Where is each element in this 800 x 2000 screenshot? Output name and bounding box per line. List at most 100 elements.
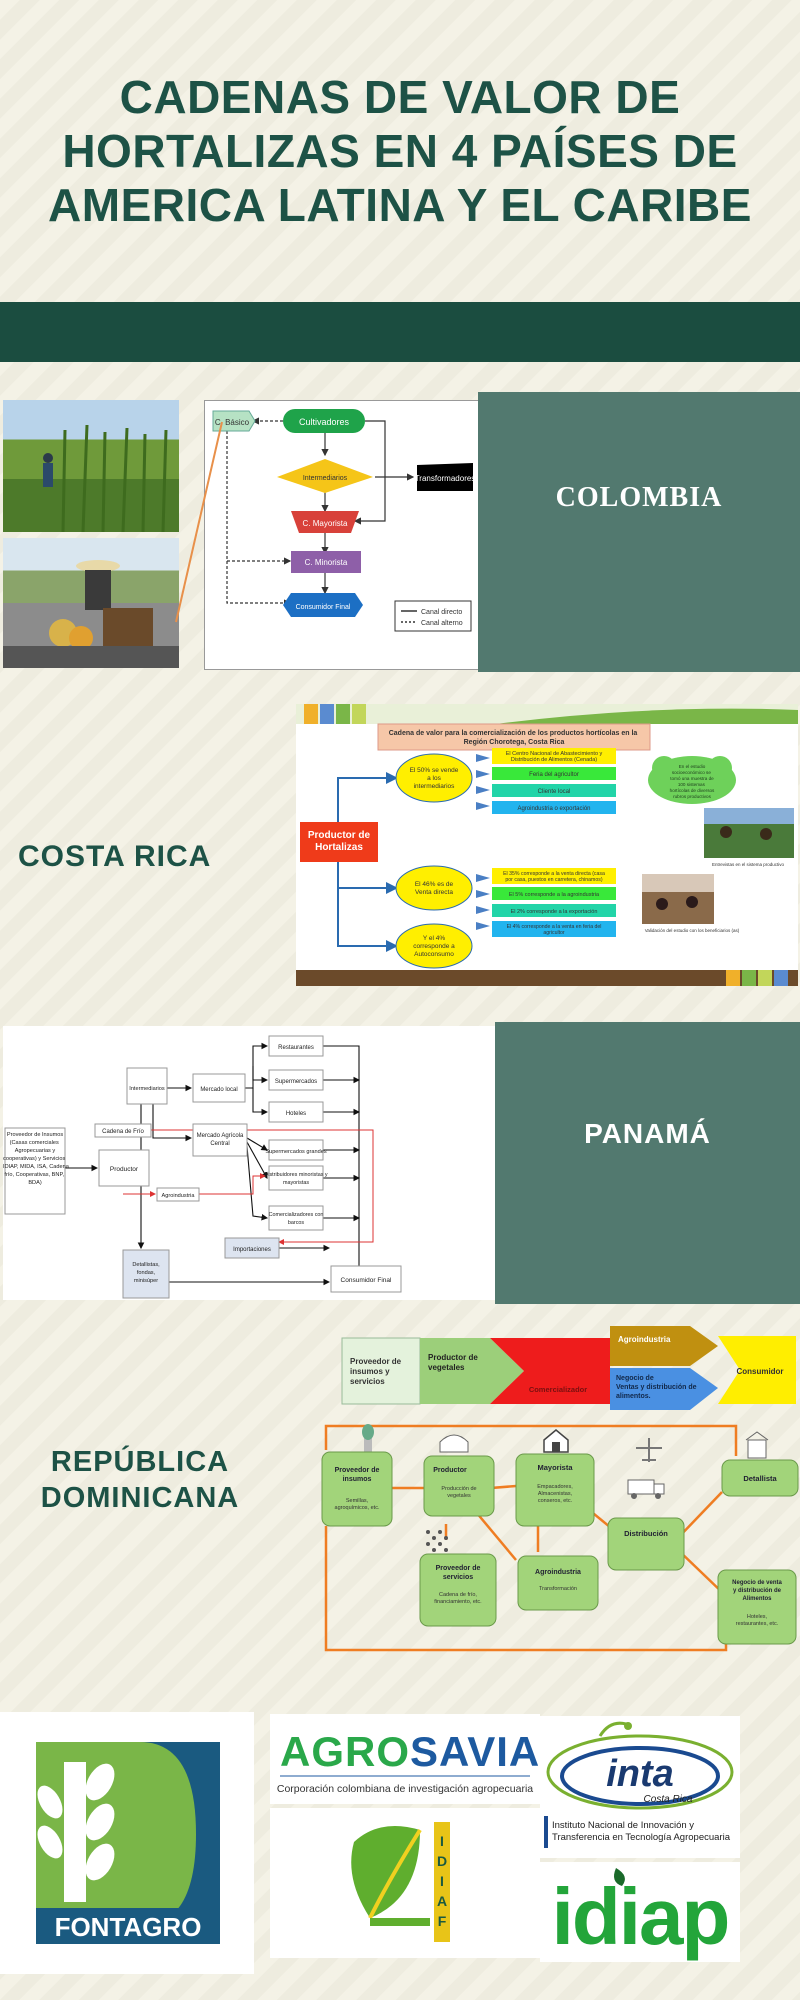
rd-plane-icon [636,1438,662,1462]
idiap-logo-svg: idiap [552,1868,730,1961]
top-stripe [296,704,798,724]
cr-box-35: El 35% corresponde a la venta directa (c… [492,868,616,884]
svg-text:Costa Rica: Costa Rica [644,1794,693,1805]
svg-text:Detallista: Detallista [743,1474,777,1483]
svg-text:Importaciones: Importaciones [233,1247,271,1253]
rd-greenhouse-icon [439,1434,469,1453]
svg-text:Agroindustria: Agroindustria [618,1335,671,1344]
panama-svg: Proveedor de Insumos(Casas comerciales A… [1,1035,402,1299]
svg-text:C. Básico: C. Básico [215,418,250,427]
idiaf-logo-svg: I D I A F [351,1822,450,1942]
cr-photo-validation: Validación del estudio con los beneficia… [642,874,740,933]
costa-rica-section: COSTA RICA Cadena de valor pa [0,700,800,990]
colombia-photo-arrow [175,421,223,623]
rd-chain-consumidor: Consumidor [718,1336,796,1404]
country-rd: REPÚBLICA DOMINICANA [20,1444,260,1516]
svg-text:Supermercados: Supermercados [275,1079,317,1085]
svg-text:El Centro Nacional de Abasteci: El Centro Nacional de Abastecimiento yDi… [506,751,603,763]
bottom-stripe [296,970,798,986]
svg-text:Feria del agricultor: Feria del agricultor [529,772,579,778]
svg-text:El 35% corresponde a la venta: El 35% corresponde a la venta directa (c… [503,871,605,883]
colombia-connectors [321,420,415,595]
rd-truck-icon [627,1479,665,1499]
rd-node-agroindustria: Agroindustria Transformación [517,1555,599,1611]
svg-text:Cliente local: Cliente local [538,789,571,795]
svg-text:Empacadores,Almacenistas,conse: Empacadores,Almacenistas,conseros, etc. [537,1484,573,1504]
rd-node-detallista: Detallista [721,1459,799,1497]
corn-field-illustration [43,424,168,532]
svg-text:Consumidor Final: Consumidor Final [341,1277,392,1284]
node-intermediarios: Intermediarios [277,459,373,493]
node-basico: C. Básico [212,410,256,432]
title-band [0,302,800,362]
pa-node-intermediarios: Intermediarios [126,1067,168,1105]
pa-node-consumidor-final: Consumidor Final [330,1265,402,1293]
panama-section: Proveedor de Insumos(Casas comerciales A… [0,1022,800,1304]
country-rd-line1: REPÚBLICA [50,1446,230,1478]
pa-node-cadena-frio: Cadena de Frío [94,1123,152,1138]
svg-text:F: F [438,1913,447,1929]
pa-node-detallistas: Detallistas,fondas,minisúper [122,1249,170,1299]
node-minorista: C. Minorista [291,551,361,573]
colombia-photo-vendor [3,538,179,668]
svg-text:Distribución: Distribución [624,1529,668,1538]
title-line-1: CADENAS DE VALOR DE [119,71,681,123]
svg-text:I: I [440,1833,444,1849]
costa-rica-diagram: Cadena de valor para la comercialización… [296,704,798,986]
svg-text:FONTAGRO: FONTAGRO [55,1912,202,1942]
svg-text:Mayorista: Mayorista [537,1463,573,1472]
inta-logo-svg: inta Costa Rica Instituto Nacional de In… [544,1721,734,1848]
svg-text:Cadena de frío,financiamiento,: Cadena de frío,financiamiento, etc. [434,1592,482,1605]
svg-text:Validación del estudio con los: Validación del estudio con los beneficia… [645,928,740,933]
cr-box-5: El 5% corresponde a la agroindustria [492,887,616,900]
svg-text:Canal directo: Canal directo [421,609,462,616]
svg-text:Canal alterno: Canal alterno [421,620,463,627]
colombia-photo-field [3,400,179,532]
rd-node-mayorista: Mayorista Empacadores,Almacenistas,conse… [515,1453,595,1527]
costa-rica-svg: Cadena de valor para la comercialización… [296,704,798,986]
svg-text:Consumidor: Consumidor [736,1367,783,1376]
svg-text:D: D [437,1853,447,1869]
svg-text:Hoteles: Hoteles [286,1111,306,1117]
rd-chain-agroindustria: Agroindustria [610,1326,718,1366]
svg-text:Transformación: Transformación [539,1586,577,1592]
svg-text:Consumidor Final: Consumidor Final [296,604,351,611]
colombia-diagram: C. Básico Cultivadores Intermediarios Tr… [204,400,480,670]
logo-agrosavia: AGROSAVIA Corporación colombiana de inve… [270,1714,540,1804]
fontagro-logo-svg: FONTAGRO [36,1742,220,1944]
title-line-2: HORTALIZAS EN 4 PAÍSES DE [62,125,738,177]
rd-node-distribucion: Distribución [607,1517,685,1571]
title-line-3: AMERICA LATINA Y EL CARIBE [48,179,752,231]
svg-text:Semillas,agroquímicos, etc.: Semillas,agroquímicos, etc. [335,1498,380,1511]
pa-node-mercado-local: Mercado local [192,1073,246,1103]
svg-text:Cultivadores: Cultivadores [299,417,350,427]
colombia-country-panel: COLOMBIA [478,392,800,672]
svg-text:idiap: idiap [552,1872,729,1961]
rd-store-icon [745,1431,769,1459]
page-title: CADENAS DE VALOR DE HORTALIZAS EN 4 PAÍS… [40,70,760,232]
country-colombia: COLOMBIA [555,482,723,513]
svg-text:El 2% corresponde a la exporta: El 2% corresponde a la exportación [511,909,598,915]
svg-text:Mercado local: Mercado local [200,1087,237,1093]
cr-box-cliente: Cliente local [492,784,616,797]
rd-plant-icon [362,1424,374,1456]
vendor-illustration [3,560,179,668]
